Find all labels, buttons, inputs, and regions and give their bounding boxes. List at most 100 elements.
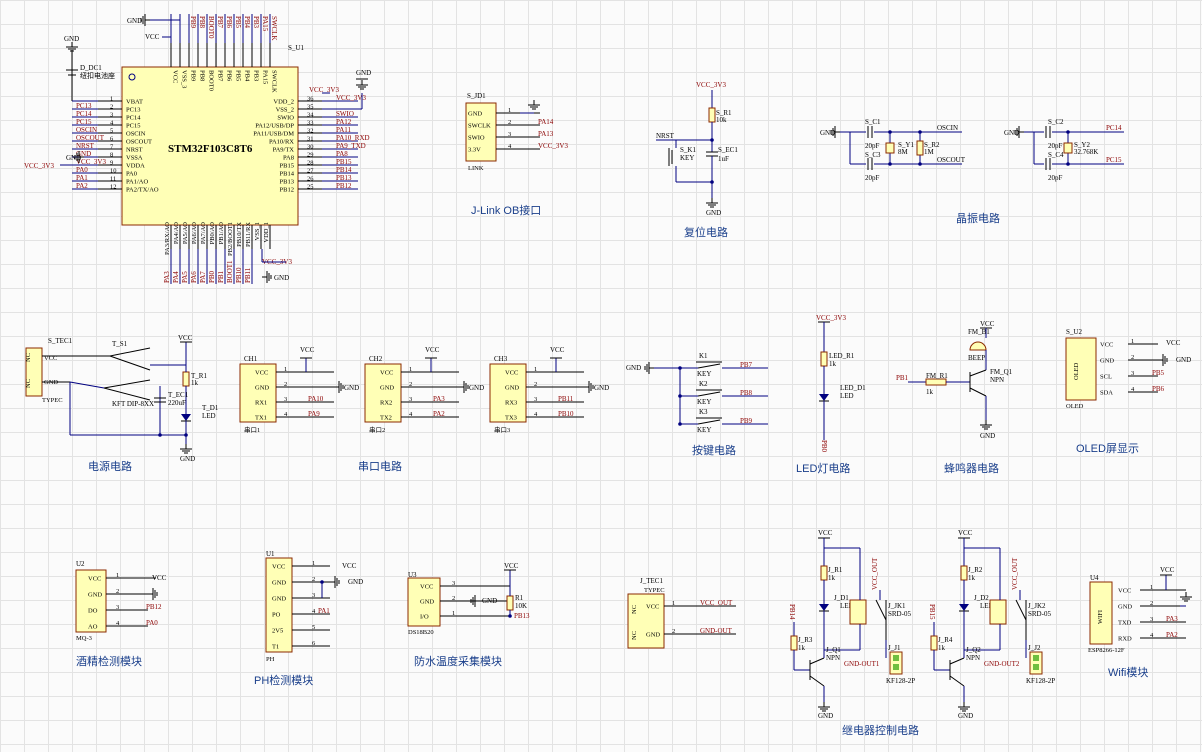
crystal-r2 [916,140,924,156]
net-label: PB6 [225,16,233,29]
ph-pin-name: PO [272,612,281,619]
uart-pin-number: 1 [284,366,287,373]
jlink-ref: S_JD1 [467,92,486,100]
mcu-pin-number: 10 [110,168,117,175]
alcohol-footer: MQ-3 [76,635,92,642]
crystal-r2-val: 1M [924,148,935,156]
net-label: PA3 [433,395,445,403]
mcu-pin-number: 30 [307,144,314,151]
mcu-pin-name: VBAT [126,99,143,106]
junction [918,130,922,134]
mcu-pin-name: PA5/AO [182,222,189,244]
gnd-label: GND [469,384,484,392]
net-label: PA8 [336,150,348,158]
relay-coil [849,599,867,625]
net-label: PA3 [163,271,171,283]
gnd-label: GND [348,578,363,586]
net-label: PB12 [146,603,162,611]
led-diode [819,394,829,401]
mcu-pin-name: PA1/AO [126,179,148,186]
crystal-y2 [1063,142,1073,154]
crystal-c3-val: 20pF [865,174,880,182]
mcu-pin-name: OSCOUT [126,139,152,146]
net-label: PA1 [76,174,88,182]
buzzer-q-ref: FM_Q1 [990,368,1013,376]
mcu-pin-number: 9 [110,160,113,167]
net-label: PB13 [336,174,352,182]
relay-led [819,604,829,611]
net-label: PB0 [820,440,828,453]
uart-body [489,363,527,423]
transistor-collector [949,657,965,665]
typec2-nc: NC [631,631,638,640]
gnd-label: GND [356,69,371,77]
uart-pin-name: RX2 [380,400,392,407]
uart-gnd [459,381,469,393]
jlink-footer: LINK [468,165,484,172]
net-label: PB7 [740,361,753,369]
wifi-body [1089,581,1113,645]
net-label: PB0 [208,270,216,283]
relay-q-val: NPN [826,654,840,662]
mcu-pin-name: SWCLK [271,70,278,93]
keys-gnd [644,362,654,374]
net-label: PB3 [252,16,260,29]
oled-pin-name: SCL [1100,374,1112,381]
jlink-pin-number: 4 [508,143,512,150]
temp-resistor [506,595,514,611]
relay-contact [1015,599,1027,621]
net-label: PB11 [244,267,252,283]
vcc-label: VCC [980,320,995,328]
temp-body [407,577,441,627]
reset-c-ref: S_EC1 [718,146,738,154]
alcohol-gnd [148,588,158,600]
vcc3v3-label: VCC_3V3 [309,86,339,94]
net-label: PB6 [1152,385,1165,393]
ph-pin-number: 5 [312,624,315,631]
alcohol-pin-name: AO [88,624,98,631]
relay-gnd [958,702,970,712]
uart-pin-number: 4 [284,411,288,418]
mcu-pin-name: PA15 [262,70,269,84]
mcu-pin-name: PA7/AO [200,222,207,244]
mcu-pin-name: PB15 [280,163,294,170]
led-d-ref: LED_D1 [840,384,866,392]
relay-r-ref: J_R2 [968,566,983,574]
crystal-y2-ref: S_Y2 [1074,141,1090,149]
gnd-label: GND [344,384,359,392]
wifi-pin-name: RXD [1118,636,1132,643]
oscout-label: OSCOUT [937,156,966,164]
oled-body [1065,337,1097,401]
net-label: PA5 [181,271,189,283]
mcu-pin-name: SWIO [277,115,294,122]
ph-pin-number: 1 [312,560,315,567]
gnd-label: GND [594,384,609,392]
title-keys: 按键电路 [692,443,736,457]
net-label: PA12 [336,118,352,126]
crystal-c3-ref: S_C3 [865,151,881,159]
uart-pin-name: VCC [380,370,393,377]
net-label: VCC_OUT [871,557,879,590]
uart-pin-number: 1 [534,366,537,373]
net-label: PC14 [76,110,92,118]
power-c-ref: T_EC1 [168,391,189,399]
key-val: KEY [697,398,711,406]
key-val: KEY [697,426,711,434]
net-label: OSCIN [76,126,97,134]
ph-pin-number: 6 [312,640,316,647]
gnd-label: GND [1004,129,1019,137]
junction [888,130,892,134]
uart-name: 串口2 [369,426,385,434]
oled-gnd [1158,354,1168,366]
led-resistor [820,351,828,367]
oled-pin-name: SDA [1100,390,1113,397]
temp-ref: U3 [408,571,417,579]
relay-r-val: 1k [968,574,976,582]
relay-d-ref: J_D2 [974,594,989,602]
uart-pin-number: 4 [409,411,413,418]
wifi-pin-name: VCC [1118,588,1131,595]
crystal-c1-val: 20pF [865,142,880,150]
reset-vcc-label: VCC_3V3 [696,81,726,89]
title-alcohol: 酒精检测模块 [76,654,142,668]
